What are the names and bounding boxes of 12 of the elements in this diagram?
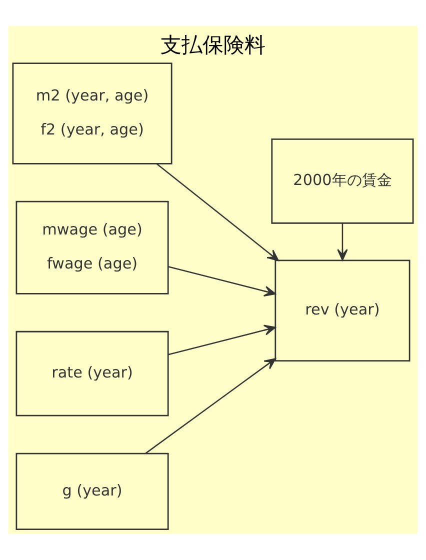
node-box: rev (year)	[274, 260, 410, 362]
arrow	[168, 266, 276, 296]
arrow	[156, 163, 279, 262]
node-box: 2000年の賃金	[271, 138, 414, 224]
arrow	[168, 324, 276, 356]
node-box: m2 (year, age) f2 (year, age)	[12, 62, 172, 164]
node-box: rate (year)	[16, 330, 169, 416]
arrow	[145, 358, 276, 454]
arrow	[337, 223, 348, 261]
node-box: mwage (age) fwage (age)	[16, 200, 169, 294]
diagram-title: 支払保険料	[160, 33, 266, 58]
node-box: g (year)	[16, 452, 169, 530]
